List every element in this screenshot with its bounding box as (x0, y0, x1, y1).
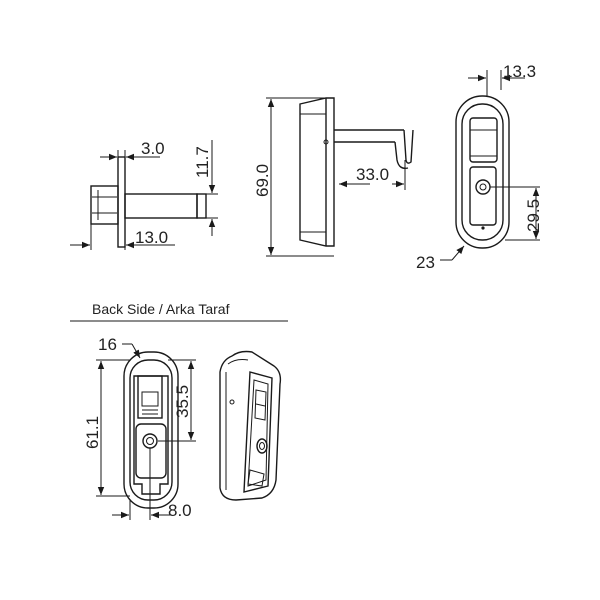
side-view-small (70, 140, 218, 250)
front-view (440, 70, 540, 261)
dim-3-0: 3.0 (141, 139, 165, 158)
dim-35-5: 35.5 (173, 385, 192, 418)
dim-61-1: 61.1 (83, 416, 102, 449)
dim-16: 16 (98, 335, 117, 354)
dim-33-0: 33.0 (356, 165, 389, 184)
dim-8-0: 8.0 (168, 501, 192, 520)
perspective-view (219, 350, 282, 501)
dim-13-3: 13.3 (503, 62, 536, 81)
dim-23: 23 (416, 253, 435, 272)
back-view (96, 343, 196, 520)
dim-11-7: 11.7 (193, 146, 212, 178)
dim-29-5: 29.5 (524, 199, 543, 232)
back-side-caption: Back Side / Arka Taraf (92, 301, 230, 317)
dim-13-0: 13.0 (135, 228, 168, 247)
side-view-hook (266, 97, 414, 257)
dim-69-0: 69.0 (253, 164, 272, 197)
